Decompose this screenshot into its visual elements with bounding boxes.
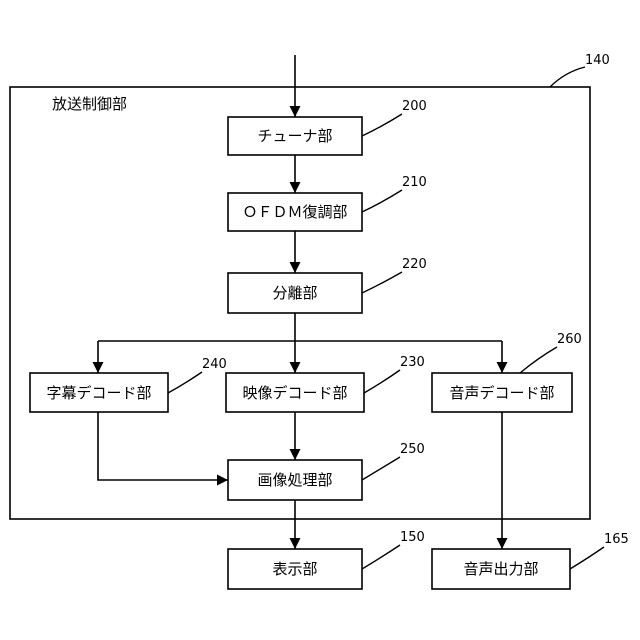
ofdm-demodulator-label: ＯＦＤＭ復調部 [242, 203, 347, 221]
audio-output-ref: 165 [604, 532, 629, 547]
video-decoder-label: 映像デコード部 [242, 384, 347, 402]
separator-label: 分離部 [272, 284, 317, 302]
caption-decoder-ref: 240 [202, 357, 227, 372]
display-label: 表示部 [272, 560, 317, 578]
ofdm-ref: 210 [402, 175, 427, 190]
image-processor-ref: 250 [400, 442, 425, 457]
caption-decoder-label: 字幕デコード部 [46, 384, 151, 402]
ofdm-leader [362, 190, 402, 212]
tuner-leader [362, 114, 402, 136]
display-ref: 150 [400, 530, 425, 545]
arrow-caption-to-image-processor [98, 412, 228, 480]
audio-decoder-ref: 260 [557, 332, 582, 347]
image-processor-leader [362, 457, 400, 480]
broadcast-control-leader [550, 67, 585, 87]
audio-decoder-leader [520, 347, 557, 373]
separator-leader [362, 272, 402, 293]
audio-output-label: 音声出力部 [463, 560, 538, 578]
display-leader [362, 545, 400, 569]
tuner-label: チューナ部 [257, 127, 332, 145]
tuner-ref: 200 [402, 99, 427, 114]
image-processor-label: 画像処理部 [257, 471, 332, 489]
audio-output-leader [570, 547, 604, 569]
caption-decoder-leader [168, 372, 202, 393]
separator-ref: 220 [402, 257, 427, 272]
audio-decoder-label: 音声デコード部 [449, 384, 554, 402]
broadcast-control-ref: 140 [585, 53, 610, 68]
video-decoder-ref: 230 [400, 355, 425, 370]
broadcast-control-label: 放送制御部 [52, 95, 127, 113]
video-decoder-leader [364, 370, 400, 393]
